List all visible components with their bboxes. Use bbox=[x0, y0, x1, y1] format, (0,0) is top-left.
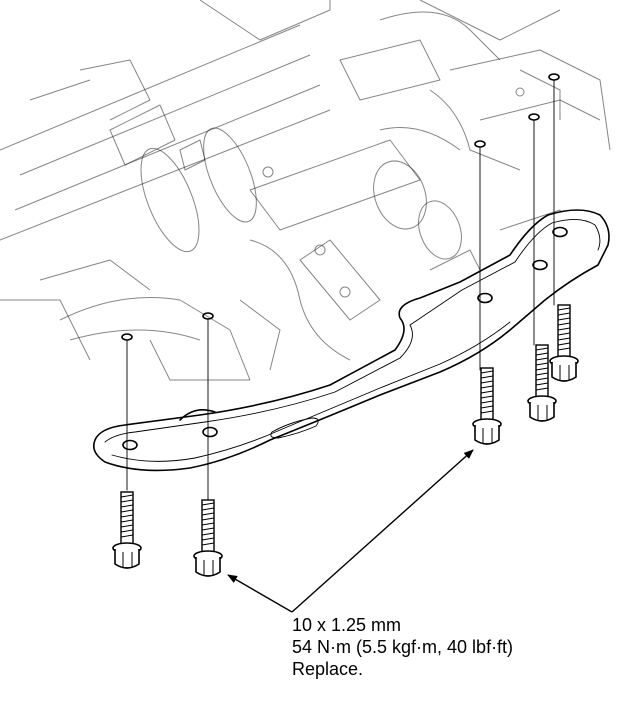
rear-crossmember bbox=[92, 209, 610, 472]
bolt-rear-1 bbox=[472, 367, 502, 445]
replace-note: Replace. bbox=[292, 659, 364, 679]
bolt-front-center bbox=[193, 499, 223, 577]
bolt-centerlines bbox=[126, 79, 555, 501]
callout-leaders bbox=[227, 449, 474, 613]
bolt-rear-2 bbox=[527, 344, 557, 422]
bolt-front-left bbox=[112, 491, 142, 569]
fastener-callout: 10 x 1.25 mm 54 N·m (5.5 kgf·m, 40 lbf·f… bbox=[292, 614, 513, 680]
engine-background bbox=[0, 0, 611, 381]
torque-spec-label: 54 N·m (5.5 kgf·m, 40 lbf·ft) bbox=[292, 637, 514, 657]
bolt-rear-3 bbox=[549, 304, 579, 382]
bolt-size-label: 10 x 1.25 mm bbox=[292, 615, 402, 635]
